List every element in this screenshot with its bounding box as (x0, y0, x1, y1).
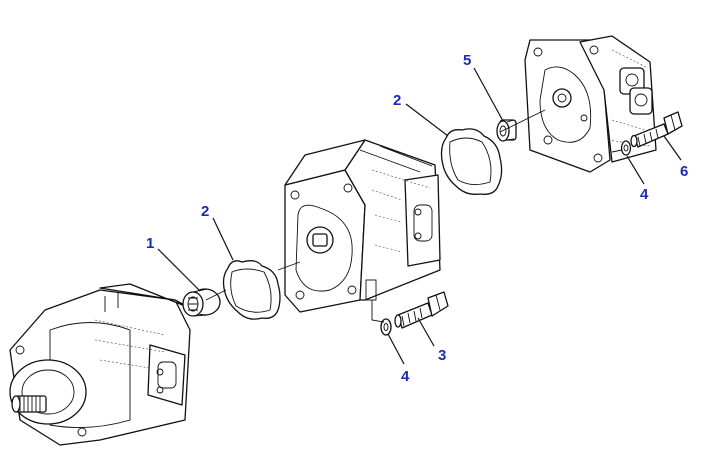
coupling-part-1 (182, 288, 221, 317)
callout-4-upper: 4 (640, 186, 649, 203)
callout-3: 3 (438, 347, 446, 364)
washer-part-4-upper (620, 140, 632, 156)
front-pump-body (9, 283, 191, 446)
callout-2-upper: 2 (393, 92, 401, 109)
callout-1: 1 (146, 235, 154, 252)
callout-2-lower: 2 (201, 203, 209, 220)
washer-part-4-lower (380, 318, 392, 336)
callout-5: 5 (463, 52, 471, 69)
bolt-part-6 (630, 111, 683, 148)
assembly-axis-line (205, 261, 301, 301)
bolt-part-3 (394, 291, 449, 329)
leader-line-3 (417, 317, 435, 347)
center-pump-body (284, 139, 441, 313)
bolt-axis-line-lower (371, 300, 385, 323)
leader-line-2-lower (212, 217, 234, 261)
bolt-axis-line-upper (611, 149, 623, 153)
leader-line-1 (157, 248, 201, 292)
callout-4-lower: 4 (401, 368, 410, 385)
o-ring-part-2-lower (222, 260, 281, 320)
rear-cover (524, 35, 657, 173)
coupling-part-5 (496, 119, 517, 142)
o-ring-part-2-upper (440, 128, 503, 195)
callout-6: 6 (680, 163, 688, 180)
leader-line-2-upper (405, 103, 449, 137)
leader-line-4-upper (626, 155, 645, 185)
assembly-axis-line-upper (499, 109, 546, 133)
leader-line-4-lower (387, 333, 405, 365)
leader-line-5 (473, 67, 504, 122)
leader-line-6 (663, 135, 682, 161)
